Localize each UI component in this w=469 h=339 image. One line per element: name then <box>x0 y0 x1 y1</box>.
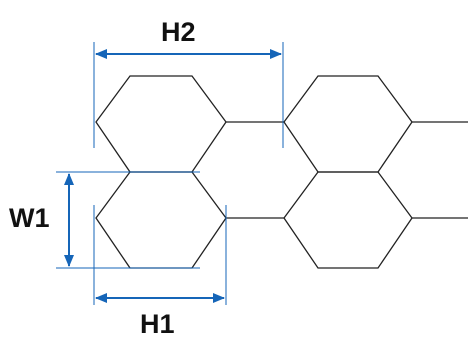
hexagon-bottom-left <box>95 171 227 269</box>
w1-label: W1 <box>9 203 50 233</box>
hexagon-top-right <box>283 75 413 173</box>
hexagon-bottom-right <box>283 171 413 269</box>
hexagon-top-left <box>95 75 227 173</box>
h2-label: H2 <box>161 17 196 47</box>
h1-label: H1 <box>140 309 175 339</box>
